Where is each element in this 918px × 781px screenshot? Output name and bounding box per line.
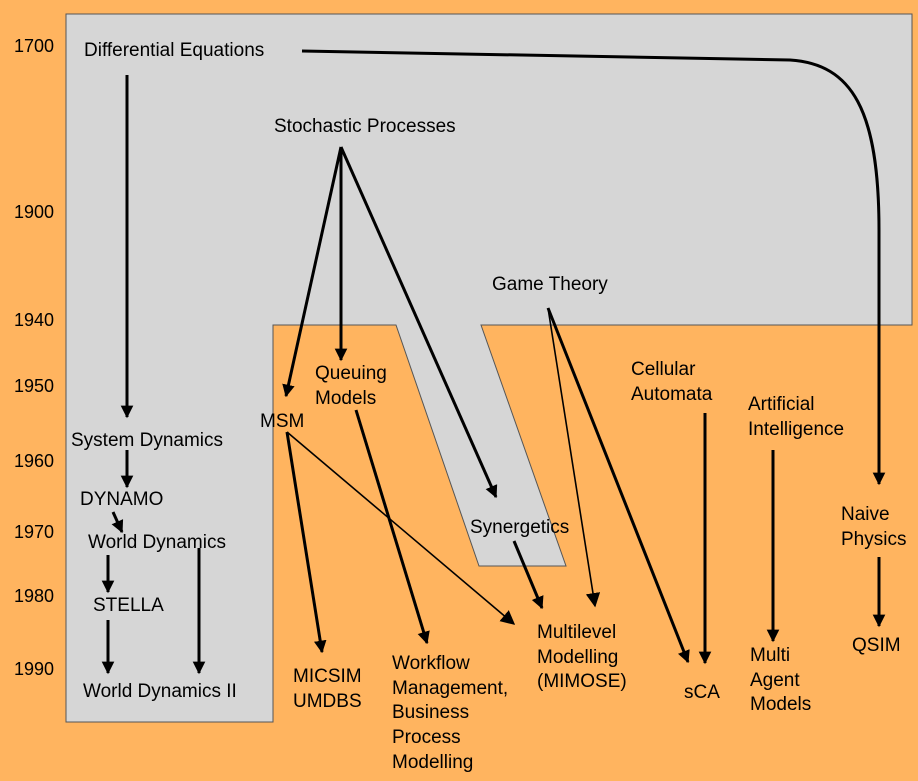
- year-label-1950: 1950: [14, 376, 55, 396]
- arrow-diffeq-naive-physics: [301, 49, 886, 486]
- node-multilevel: Multilevel Modelling (MIMOSE): [537, 622, 627, 693]
- node-multi-agent: Multi Agent Models: [750, 645, 812, 716]
- node-cellular-automata: Cellular Automata: [631, 359, 713, 405]
- node-artificial-intelligence: Artificial Intelligence: [748, 394, 845, 440]
- arrow-stochastic-msm: [282, 146, 343, 398]
- year-label-1940: 1940: [14, 310, 55, 330]
- node-game-theory: Game Theory: [492, 274, 608, 295]
- node-synergetics: Synergetics: [470, 517, 570, 538]
- node-naive-physics: Naive Physics: [841, 504, 907, 550]
- node-queuing-models: Queuing Models: [315, 363, 387, 409]
- year-label-1990: 1990: [14, 659, 55, 679]
- node-stochastic-processes: Stochastic Processes: [274, 116, 456, 137]
- arrow-synergetics-multilevel: [512, 540, 544, 610]
- node-sca: sCA: [684, 682, 720, 703]
- arrow-dynamo-worlddyn: [111, 511, 124, 534]
- year-label-1960: 1960: [14, 451, 55, 471]
- node-dynamo: DYNAMO: [80, 489, 164, 510]
- year-label-1900: 1900: [14, 202, 55, 222]
- thin-arrows: [286, 307, 601, 625]
- arrow-gametheory-sca: [546, 307, 690, 664]
- year-label-1980: 1980: [14, 586, 55, 606]
- arrows: [101, 49, 886, 675]
- arrow-msm-multilevel: [286, 431, 516, 625]
- node-workflow: Workflow Management, Business Process Mo…: [392, 653, 509, 773]
- node-system-dynamics: System Dynamics: [71, 430, 224, 451]
- era-region: [65, 13, 913, 723]
- arrow-gametheory-multilevel: [547, 307, 601, 608]
- year-label-1700: 1700: [14, 36, 55, 56]
- arrow-msm-micsim: [285, 431, 327, 654]
- node-differential-equations: Differential Equations: [84, 40, 265, 61]
- node-world-dynamics-ii: World Dynamics II: [83, 681, 237, 702]
- node-world-dynamics: World Dynamics: [88, 532, 226, 553]
- node-micsim-umdbs: MICSIM UMDBS: [293, 666, 362, 712]
- node-qsim: QSIM: [852, 635, 901, 656]
- year-label-1970: 1970: [14, 522, 55, 542]
- arrow-queuing-workflow: [354, 409, 430, 645]
- arrow-stochastic-synergetics: [339, 146, 498, 499]
- node-msm: MSM: [260, 411, 305, 432]
- node-stella: STELLA: [93, 595, 164, 616]
